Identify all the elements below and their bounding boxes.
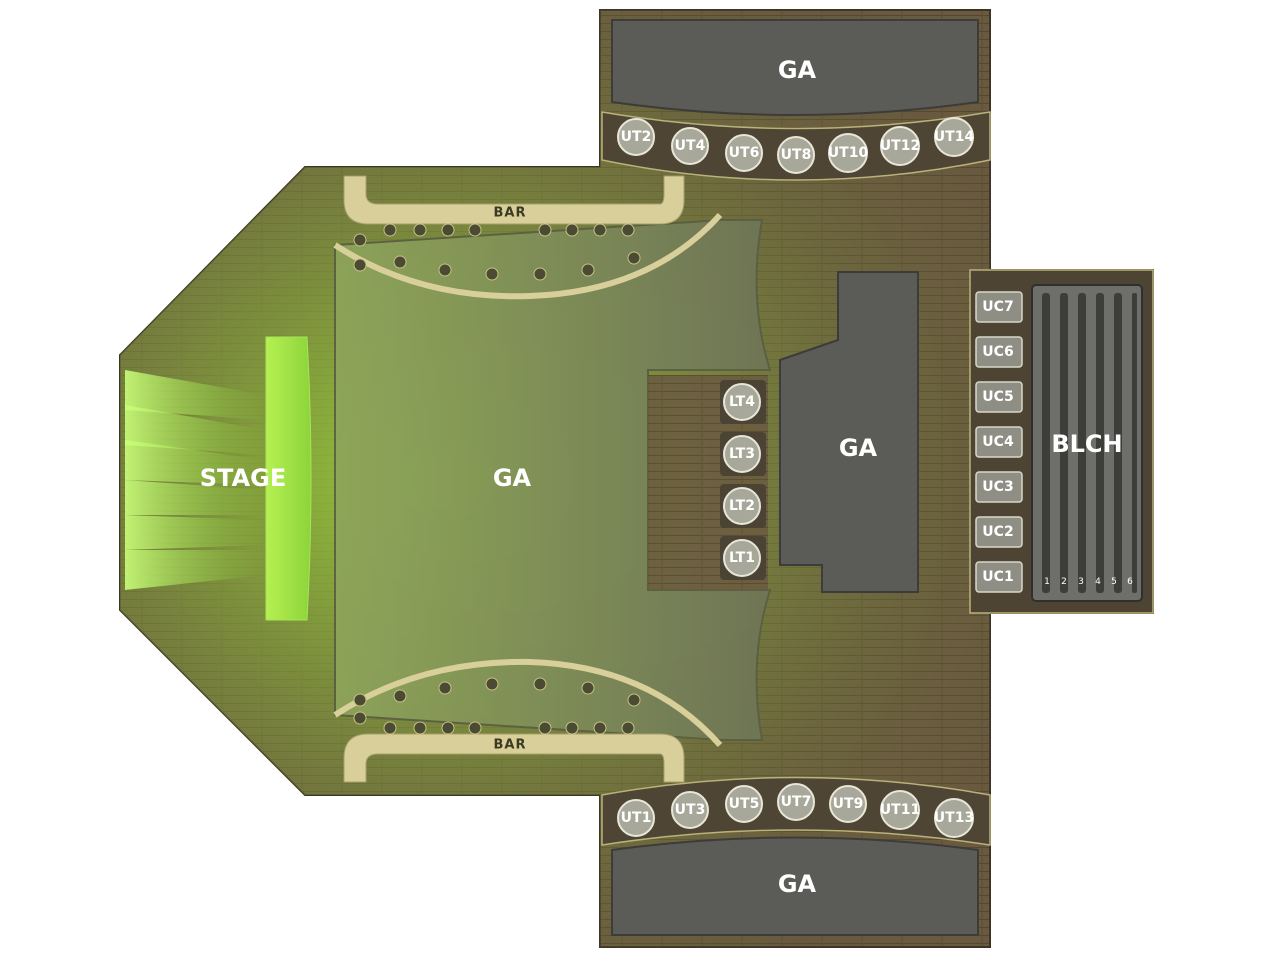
upper-couch[interactable]: UC3 — [975, 471, 1023, 503]
ga-main-section[interactable]: GA — [334, 219, 772, 741]
upper-table-top[interactable]: UT10 — [828, 133, 869, 173]
stage-label: STAGE — [200, 464, 286, 492]
upper-couch[interactable]: UC4 — [975, 426, 1023, 458]
upper-table-top[interactable]: UT8 — [777, 136, 815, 174]
upper-table-bottom[interactable]: UT3 — [671, 791, 709, 829]
upper-tables-top: UT2 UT4 UT6 UT8 UT10 UT12 UT14 — [617, 117, 975, 174]
bar-stools-bottom — [353, 677, 641, 735]
stage-light-beams — [125, 370, 265, 590]
svg-text:UT12: UT12 — [880, 138, 920, 154]
upper-tables-bottom: UT1 UT3 UT5 UT7 UT9 UT11 UT13 — [617, 783, 974, 838]
ga-right-section[interactable]: GA — [779, 271, 919, 593]
upper-couch[interactable]: UC7 — [975, 291, 1023, 323]
bar-top-label: BAR — [494, 206, 527, 221]
lower-table[interactable]: LT1 — [720, 536, 766, 580]
lower-table[interactable]: LT2 — [720, 484, 766, 528]
svg-text:UT1: UT1 — [621, 810, 652, 826]
svg-text:LT3: LT3 — [729, 446, 755, 462]
svg-text:UC4: UC4 — [982, 434, 1014, 450]
upper-table-top[interactable]: UT4 — [671, 127, 709, 165]
ga-right-label: GA — [839, 434, 878, 462]
bar-stools-top — [353, 223, 641, 281]
ga-bottom-label: GA — [778, 870, 817, 898]
upper-couches: UC7 UC6 UC5 UC4 UC3 UC2 UC1 — [975, 291, 1023, 593]
bleacher-row-number: 3 — [1078, 577, 1084, 587]
upper-table-bottom[interactable]: UT13 — [934, 798, 974, 838]
svg-text:UT8: UT8 — [781, 147, 812, 163]
svg-text:UT11: UT11 — [880, 802, 920, 818]
stage[interactable]: STAGE — [200, 336, 312, 621]
upper-table-top[interactable]: UT12 — [880, 126, 920, 166]
svg-text:UT13: UT13 — [934, 810, 974, 826]
bleacher-row-number: 6 — [1127, 577, 1133, 587]
bar-bottom: BAR — [333, 658, 723, 783]
svg-text:LT1: LT1 — [729, 550, 755, 566]
svg-text:UC5: UC5 — [982, 389, 1013, 405]
bleacher-row-number: 4 — [1095, 577, 1101, 587]
svg-text:UC1: UC1 — [982, 569, 1013, 585]
svg-text:UT5: UT5 — [729, 796, 760, 812]
bleachers-section[interactable]: BLCH 1 2 3 4 5 6 — [1031, 284, 1143, 602]
svg-text:UT6: UT6 — [729, 145, 760, 161]
svg-text:UC2: UC2 — [982, 524, 1013, 540]
upper-couch[interactable]: UC2 — [975, 516, 1023, 548]
svg-text:UT9: UT9 — [833, 796, 864, 812]
upper-couch[interactable]: UC1 — [975, 561, 1023, 593]
upper-table-bottom[interactable]: UT11 — [880, 790, 920, 830]
upper-table-bottom[interactable]: UT1 — [617, 799, 655, 837]
ga-bottom-section[interactable]: GA — [611, 836, 979, 936]
svg-text:UT10: UT10 — [828, 145, 869, 161]
svg-text:UT7: UT7 — [781, 794, 812, 810]
svg-text:LT2: LT2 — [729, 498, 755, 514]
upper-table-bottom[interactable]: UT5 — [725, 785, 763, 823]
svg-text:UT2: UT2 — [621, 129, 652, 145]
upper-couch[interactable]: UC6 — [975, 336, 1023, 368]
svg-text:UC3: UC3 — [982, 479, 1013, 495]
lower-tables: LT4 LT3 LT2 LT1 — [720, 380, 766, 580]
svg-text:UT14: UT14 — [934, 129, 975, 145]
upper-couch[interactable]: UC5 — [975, 381, 1023, 413]
svg-text:UT3: UT3 — [675, 802, 706, 818]
ga-main-label: GA — [493, 464, 532, 492]
ga-top-section[interactable]: GA — [611, 19, 979, 116]
lower-table[interactable]: LT4 — [720, 380, 766, 424]
bar-bottom-label: BAR — [494, 738, 527, 753]
svg-text:LT4: LT4 — [729, 394, 755, 410]
svg-text:UC6: UC6 — [982, 344, 1013, 360]
upper-table-bottom[interactable]: UT9 — [829, 785, 867, 823]
bleacher-row-number: 2 — [1061, 577, 1067, 587]
upper-table-top[interactable]: UT14 — [934, 117, 975, 157]
bar-top: BAR — [333, 175, 723, 300]
svg-text:UC7: UC7 — [982, 299, 1013, 315]
upper-table-top[interactable]: UT2 — [617, 118, 655, 156]
bleacher-row-number: 5 — [1111, 577, 1117, 587]
bleacher-row-number: 1 — [1044, 577, 1050, 587]
ga-top-label: GA — [778, 56, 817, 84]
upper-table-bottom[interactable]: UT7 — [777, 783, 815, 821]
lower-table[interactable]: LT3 — [720, 432, 766, 476]
bleachers-label: BLCH — [1051, 430, 1122, 458]
upper-table-top[interactable]: UT6 — [725, 134, 763, 172]
svg-text:UT4: UT4 — [675, 138, 706, 154]
